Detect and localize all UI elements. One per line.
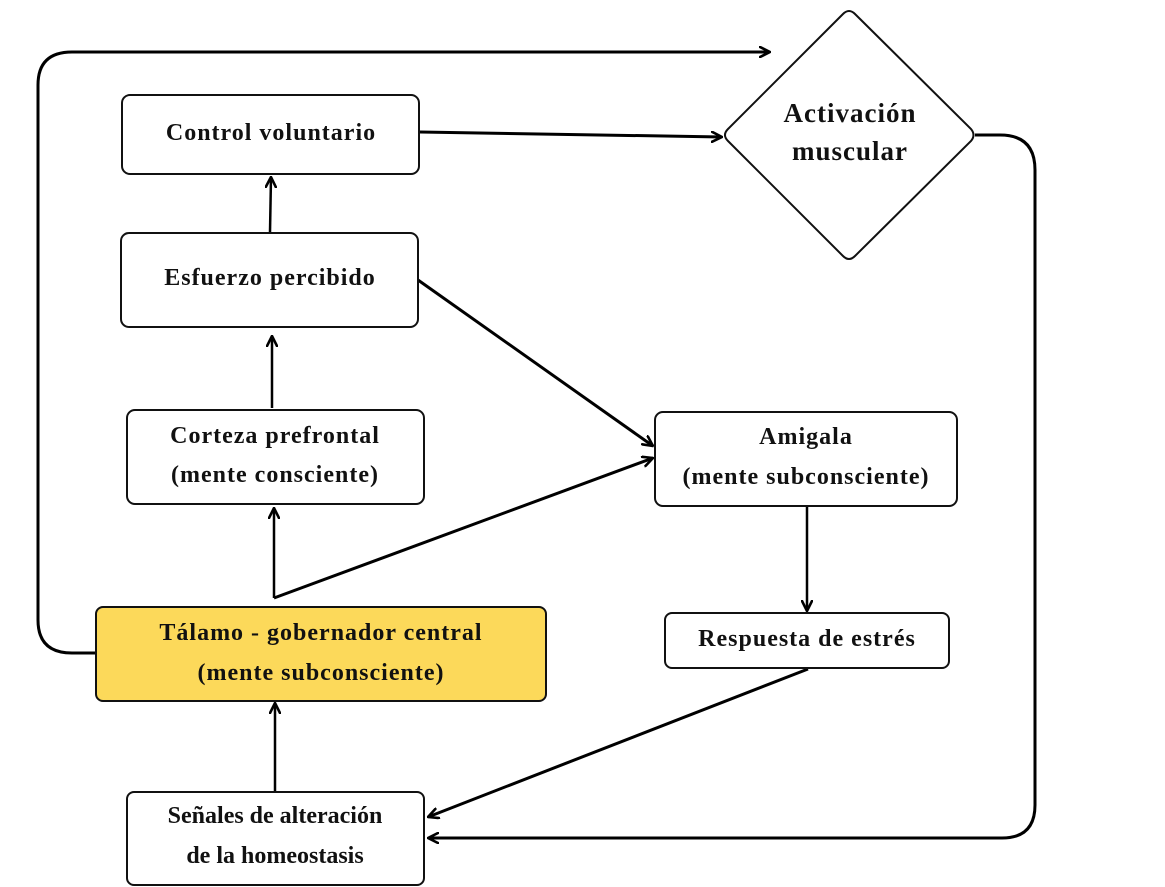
- node-label-line-1: Tálamo - gobernador central: [159, 620, 482, 646]
- edge-respuesta-to-senales: [428, 667, 809, 817]
- edge-talamo-to-amigala: [273, 458, 653, 600]
- edge-esfuerzo-to-control: [270, 177, 271, 233]
- node-label-line-1: Corteza prefrontal: [170, 423, 380, 449]
- node-talamo-gobernador-central[interactable]: Tálamo - gobernador central (mente subco…: [95, 606, 547, 702]
- node-label-line-1: Amigala: [759, 424, 853, 450]
- node-label-line-2: (mente subconsciente): [198, 660, 445, 686]
- node-label-line-2: de la homeostasis: [186, 843, 363, 869]
- node-label-line-2: (mente subconsciente): [683, 464, 930, 490]
- node-amigala[interactable]: Amigala (mente subconsciente): [654, 411, 958, 507]
- edge-esfuerzo-to-amigala: [417, 278, 653, 446]
- node-corteza-prefrontal[interactable]: Corteza prefrontal (mente consciente): [126, 409, 425, 505]
- node-label: Respuesta de estrés: [698, 626, 916, 652]
- node-label: Esfuerzo percibido: [164, 265, 376, 291]
- node-respuesta-estres[interactable]: Respuesta de estrés: [664, 612, 950, 669]
- node-label: Control voluntario: [166, 120, 376, 146]
- node-label-line-2: muscular: [792, 136, 908, 166]
- node-senales-homeostasis[interactable]: Señales de alteración de la homeostasis: [126, 791, 425, 886]
- node-label-line-2: (mente consciente): [171, 462, 379, 488]
- edge-activacion-to-senales-loop: [428, 133, 1037, 838]
- diamond-shape: [724, 10, 975, 260]
- node-label-line-1: Señales de alteración: [168, 803, 383, 829]
- node-activacion-muscular[interactable]: Activación muscular: [724, 10, 975, 260]
- node-esfuerzo-percibido[interactable]: Esfuerzo percibido: [120, 232, 419, 328]
- edge-control-to-activacion: [419, 130, 722, 137]
- node-control-voluntario[interactable]: Control voluntario: [121, 94, 420, 175]
- edge-talamo-to-activacion-loop: [36, 52, 770, 655]
- node-label-line-1: Activación: [784, 98, 917, 128]
